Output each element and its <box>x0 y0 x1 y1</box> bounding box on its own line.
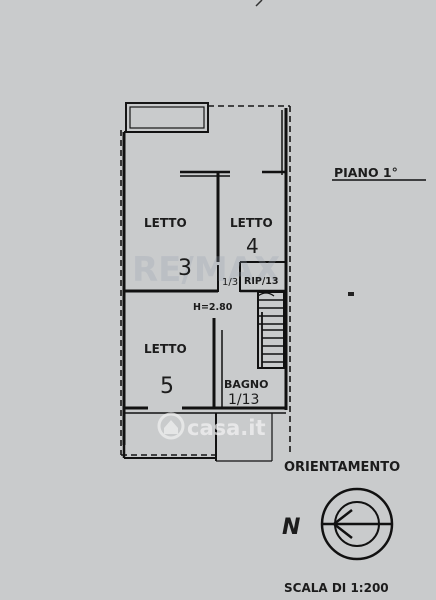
compass-icon <box>320 487 394 561</box>
room-5-number: 5 <box>160 374 174 399</box>
room-3-number: 3 <box>178 256 192 281</box>
hall-label: H=2.80 <box>193 302 233 313</box>
walls <box>122 108 288 462</box>
casa-logo-icon <box>157 412 185 440</box>
stray-mark <box>255 0 263 7</box>
stair-mark-label: 1/3 <box>222 277 238 288</box>
staircase <box>257 291 285 369</box>
bath-label: BAGNO <box>224 378 268 391</box>
room-4-number: 4 <box>246 234 259 258</box>
casa-watermark-text: casa.it <box>187 416 266 440</box>
room-5-label: LETTO <box>144 342 187 356</box>
casa-watermark: casa.it <box>157 412 266 440</box>
rip-label: RIP/13 <box>244 276 279 287</box>
remax-watermark-text: RE/MAX <box>132 250 280 290</box>
outer-perimeter-dashed <box>120 105 291 456</box>
floor-title: PIANO 1° <box>334 165 398 180</box>
remax-watermark: RE/MAX <box>132 250 280 290</box>
north-letter: N <box>282 515 300 540</box>
scale-label: SCALA DI 1:200 <box>284 581 389 595</box>
bath-number: 1/13 <box>228 392 259 408</box>
orientation-heading: ORIENTAMENTO <box>284 460 400 475</box>
stray-dot <box>348 292 354 296</box>
room-3-label: LETTO <box>144 216 187 230</box>
room-4-label: LETTO <box>230 216 273 230</box>
